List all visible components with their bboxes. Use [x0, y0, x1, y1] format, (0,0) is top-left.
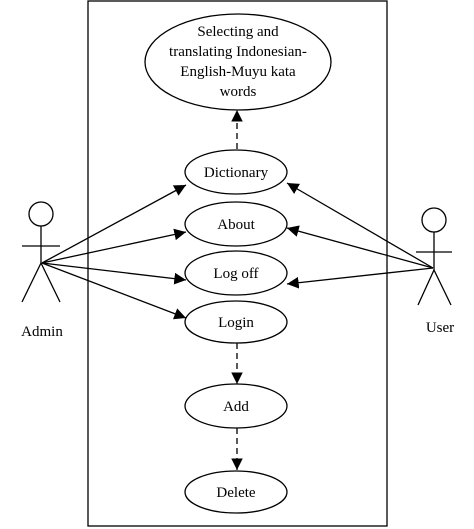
system-boundary	[87, 0, 388, 527]
user-to-dictionary	[286, 182, 434, 269]
user-to-logoff	[286, 267, 434, 289]
usecase-about-label: About	[217, 217, 255, 233]
usecase-add-ellipse	[184, 383, 288, 429]
admin-left-leg	[21, 262, 42, 303]
user-head	[421, 207, 447, 233]
usecase-delete-label: Delete	[216, 485, 255, 501]
usecase-logoff-label: Log off	[213, 266, 258, 282]
usecase-delete: Delete	[184, 470, 288, 514]
usecase-selecting-line-2: translating Indonesian-	[169, 44, 307, 60]
usecase-add-label: Add	[223, 399, 249, 415]
usecase-delete-ellipse	[184, 470, 288, 514]
usecase-about-ellipse	[184, 201, 288, 247]
admin-to-about	[41, 228, 187, 264]
usecase-selecting-line-1: Selecting and	[197, 24, 279, 40]
usecase-selecting-line-3: English-Muyu kata	[180, 64, 296, 80]
usecase-selecting-ellipse	[144, 13, 332, 111]
usecase-logoff: Log off	[184, 250, 288, 296]
usecase-selecting-translating: Selecting and translating Indonesian- En…	[144, 13, 332, 111]
admin-head	[28, 201, 54, 227]
user-left-leg	[417, 269, 435, 306]
usecase-login-ellipse	[184, 300, 288, 344]
admin-label: Admin	[21, 324, 63, 340]
actor-admin: Admin	[21, 201, 63, 340]
usecase-add: Add	[184, 383, 288, 429]
actor-user: User	[416, 207, 454, 336]
admin-to-login	[41, 262, 187, 320]
admin-right-leg	[40, 262, 61, 303]
user-to-about	[286, 225, 434, 269]
usecase-dictionary: Dictionary	[184, 149, 288, 195]
admin-to-dictionary	[41, 184, 187, 264]
usecase-logoff-ellipse	[184, 250, 288, 296]
usecase-login-label: Login	[218, 315, 254, 331]
user-label: User	[426, 320, 454, 336]
usecase-dictionary-label: Dictionary	[204, 165, 269, 181]
usecase-login: Login	[184, 300, 288, 344]
user-right-leg	[433, 269, 452, 306]
usecase-about: About	[184, 201, 288, 247]
admin-to-logoff	[41, 262, 187, 285]
usecase-selecting-line-4: words	[220, 84, 257, 100]
usecase-dictionary-ellipse	[184, 149, 288, 195]
